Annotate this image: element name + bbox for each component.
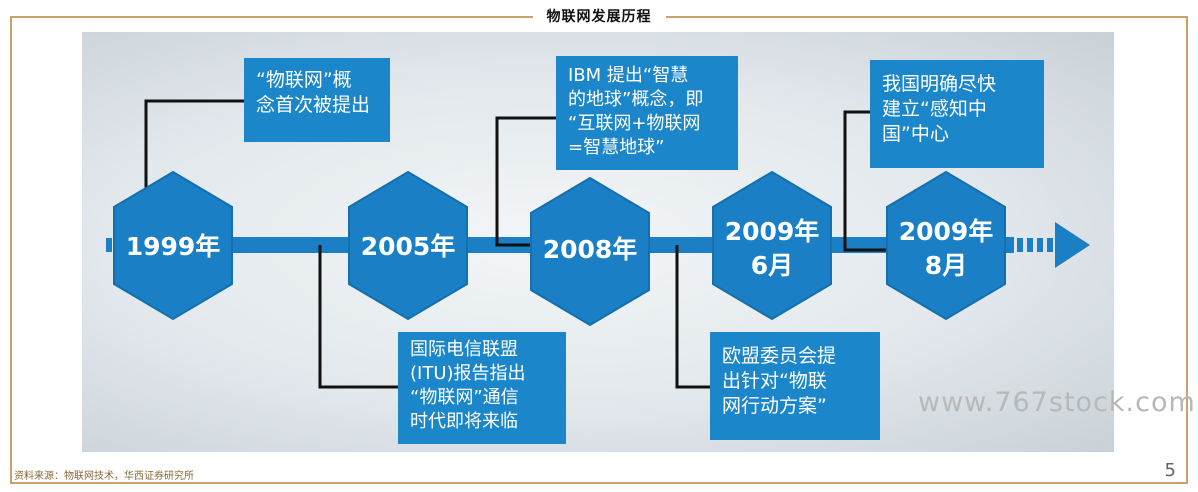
timeline-diagram: 1999年 2005年 2008年 2009年 6月 2009年 8月 bbox=[106, 99, 1090, 389]
note-line: “物联网”通信 bbox=[410, 387, 519, 408]
note-line: =智慧地球” bbox=[568, 137, 665, 158]
milestone-label-2009-6-year: 2009年 bbox=[725, 217, 820, 246]
note-line: 我国明确尽快 bbox=[882, 73, 997, 95]
hexagon-2005 bbox=[348, 170, 468, 321]
connector-2005 bbox=[318, 245, 402, 389]
connector-2008 bbox=[495, 116, 557, 247]
milestone-label-2008: 2008年 bbox=[543, 235, 638, 264]
source-note: 资料来源：物联网技术，华西证券研究所 bbox=[14, 471, 194, 482]
axis-dash bbox=[1027, 238, 1033, 252]
note-line: “物联网”概 bbox=[256, 69, 352, 91]
note-line: 网行动方案” bbox=[722, 395, 827, 417]
note-line: 出针对“物联 bbox=[722, 370, 827, 392]
axis-arrowhead bbox=[1055, 222, 1090, 268]
note-box-2009-6: 欧盟委员会提 出针对“物联 网行动方案” bbox=[710, 332, 880, 440]
note-line: “互联网+物联网 bbox=[568, 113, 701, 134]
note-line: IBM 提出“智慧 bbox=[568, 65, 689, 86]
milestone-label-2009-8-year: 2009年 bbox=[899, 217, 994, 246]
milestone-label-2005: 2005年 bbox=[361, 232, 456, 261]
page-number: 5 bbox=[1164, 460, 1176, 481]
axis-dash bbox=[106, 238, 112, 252]
connector-2009-8 bbox=[843, 110, 892, 252]
note-box-2008: IBM 提出“智慧 的地球”概念，即 “互联网+物联网 =智慧地球” bbox=[556, 56, 738, 170]
milestone-label-2009-8-month: 8月 bbox=[925, 251, 967, 280]
note-line: 的地球”概念，即 bbox=[568, 89, 704, 110]
note-line: (ITU)报告指出 bbox=[410, 363, 526, 384]
connector-2009-6 bbox=[675, 245, 712, 389]
note-line: 国”中心 bbox=[882, 123, 949, 145]
axis-dash bbox=[1047, 238, 1053, 252]
note-line: 时代即将来临 bbox=[410, 411, 518, 432]
hexagon-1999 bbox=[113, 170, 233, 321]
hexagon-2009-8 bbox=[886, 170, 1006, 321]
slide-title-bar: 物联网发展历程 bbox=[0, 6, 1198, 26]
note-line: 建立“感知中 bbox=[882, 98, 987, 120]
axis-dash bbox=[1017, 238, 1023, 252]
timeline-panel: 1999年 2005年 2008年 2009年 6月 2009年 8月 “物联网… bbox=[82, 32, 1114, 452]
note-line: 念首次被提出 bbox=[256, 94, 371, 116]
milestone-label-1999: 1999年 bbox=[126, 232, 221, 261]
note-line: 欧盟委员会提 bbox=[722, 345, 837, 367]
hexagon-2008 bbox=[530, 176, 650, 327]
slide-title: 物联网发展历程 bbox=[532, 9, 666, 25]
note-box-1999: “物联网”概 念首次被提出 bbox=[244, 58, 390, 142]
note-box-2009-8: 我国明确尽快 建立“感知中 国”中心 bbox=[870, 60, 1044, 168]
milestone-label-2009-6-month: 6月 bbox=[751, 251, 793, 280]
watermark: www.767stock.com bbox=[918, 387, 1196, 418]
hexagon-2009-6 bbox=[712, 170, 832, 321]
note-box-2005: 国际电信联盟 (ITU)报告指出 “物联网”通信 时代即将来临 bbox=[398, 332, 566, 444]
note-line: 国际电信联盟 bbox=[410, 339, 518, 360]
axis-dash bbox=[1037, 238, 1043, 252]
